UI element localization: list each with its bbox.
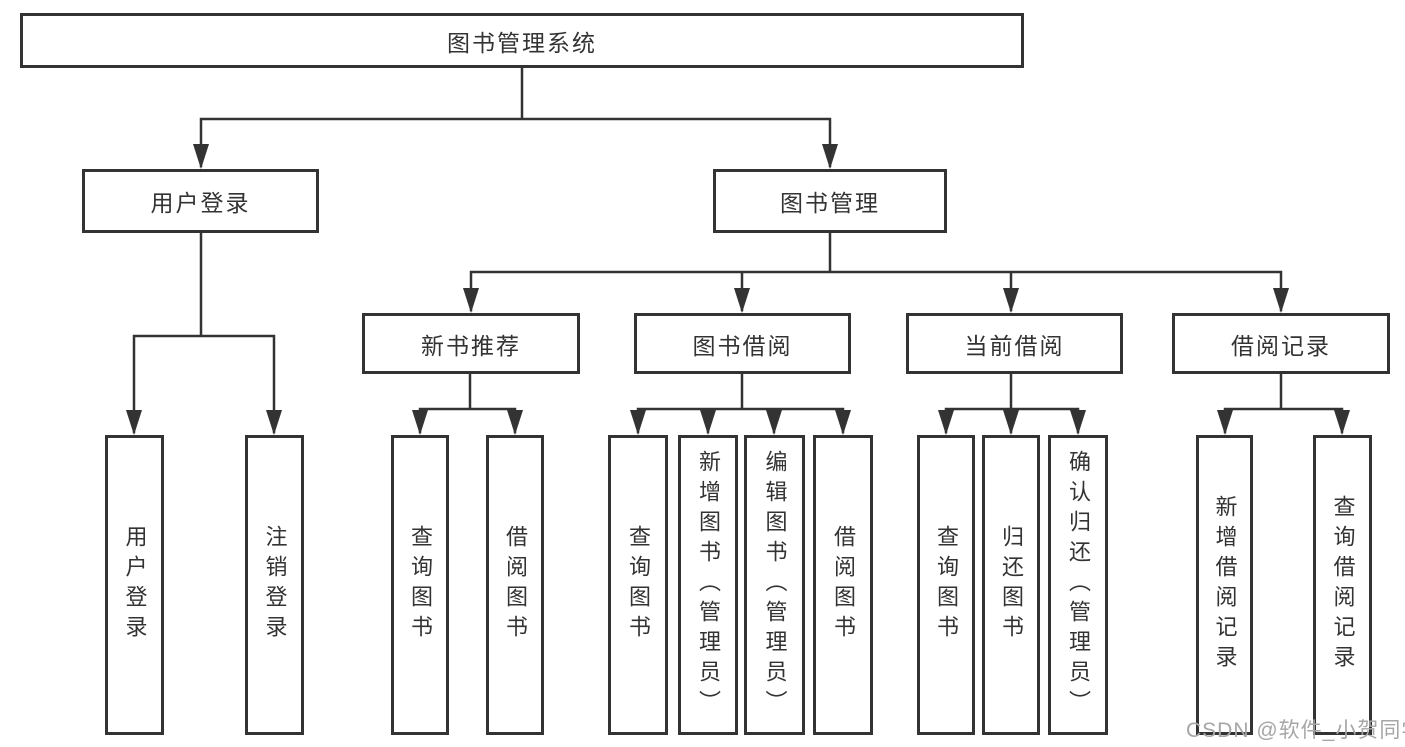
node-root: 图书管理系统 bbox=[20, 13, 1024, 68]
leaf-borrow-borrow-label: 借阅图书 bbox=[831, 525, 856, 645]
leaf-logout-label: 注销登录 bbox=[262, 525, 288, 645]
node-book-borrow: 图书借阅 bbox=[634, 313, 851, 374]
leaf-records-query: 查询借阅记录 bbox=[1313, 435, 1372, 735]
leaf-records-add-label: 新增借阅记录 bbox=[1212, 495, 1238, 675]
csdn-watermark: CSDN @软件_小贺同学 bbox=[1186, 719, 1405, 742]
node-user-login: 用户登录 bbox=[82, 169, 319, 233]
leaf-current-query-label: 查询图书 bbox=[934, 525, 959, 645]
leaf-borrow-add-label: 新增图书（管理员） bbox=[696, 450, 721, 720]
leaf-borrow-add: 新增图书（管理员） bbox=[678, 435, 738, 735]
leaf-borrow-query: 查询图书 bbox=[608, 435, 668, 735]
leaf-newbook-query-label: 查询图书 bbox=[408, 525, 433, 645]
leaf-logout: 注销登录 bbox=[245, 435, 304, 735]
node-current-borrow: 当前借阅 bbox=[906, 313, 1123, 374]
leaf-current-return: 归还图书 bbox=[982, 435, 1040, 735]
arrowheads bbox=[126, 144, 1350, 435]
node-new-book-recommend-label: 新书推荐 bbox=[421, 332, 521, 359]
leaf-newbook-borrow-label: 借阅图书 bbox=[503, 525, 528, 645]
leaf-current-confirm: 确认归还（管理员） bbox=[1048, 435, 1108, 735]
node-book-management: 图书管理 bbox=[713, 169, 947, 233]
leaf-user-login: 用户登录 bbox=[105, 435, 164, 735]
node-new-book-recommend: 新书推荐 bbox=[362, 313, 580, 374]
leaf-borrow-borrow: 借阅图书 bbox=[813, 435, 873, 735]
node-root-label: 图书管理系统 bbox=[447, 29, 597, 56]
leaf-records-add: 新增借阅记录 bbox=[1196, 435, 1253, 735]
leaf-current-confirm-label: 确认归还（管理员） bbox=[1066, 450, 1091, 720]
leaf-user-login-label: 用户登录 bbox=[122, 525, 148, 645]
node-borrow-records-label: 借阅记录 bbox=[1231, 332, 1331, 359]
leaf-borrow-edit-label: 编辑图书（管理员） bbox=[762, 450, 788, 720]
node-book-borrow-label: 图书借阅 bbox=[692, 332, 793, 359]
node-book-management-label: 图书管理 bbox=[780, 190, 880, 216]
node-current-borrow-label: 当前借阅 bbox=[964, 332, 1065, 359]
node-user-login-label: 用户登录 bbox=[150, 190, 251, 216]
node-borrow-records: 借阅记录 bbox=[1172, 313, 1390, 374]
leaf-newbook-borrow: 借阅图书 bbox=[486, 435, 544, 735]
leaf-records-query-label: 查询借阅记录 bbox=[1330, 495, 1356, 675]
leaf-current-return-label: 归还图书 bbox=[999, 525, 1024, 645]
leaf-borrow-edit: 编辑图书（管理员） bbox=[744, 435, 805, 735]
leaf-newbook-query: 查询图书 bbox=[391, 435, 449, 735]
leaf-borrow-query-label: 查询图书 bbox=[626, 525, 651, 645]
leaf-current-query: 查询图书 bbox=[917, 435, 975, 735]
